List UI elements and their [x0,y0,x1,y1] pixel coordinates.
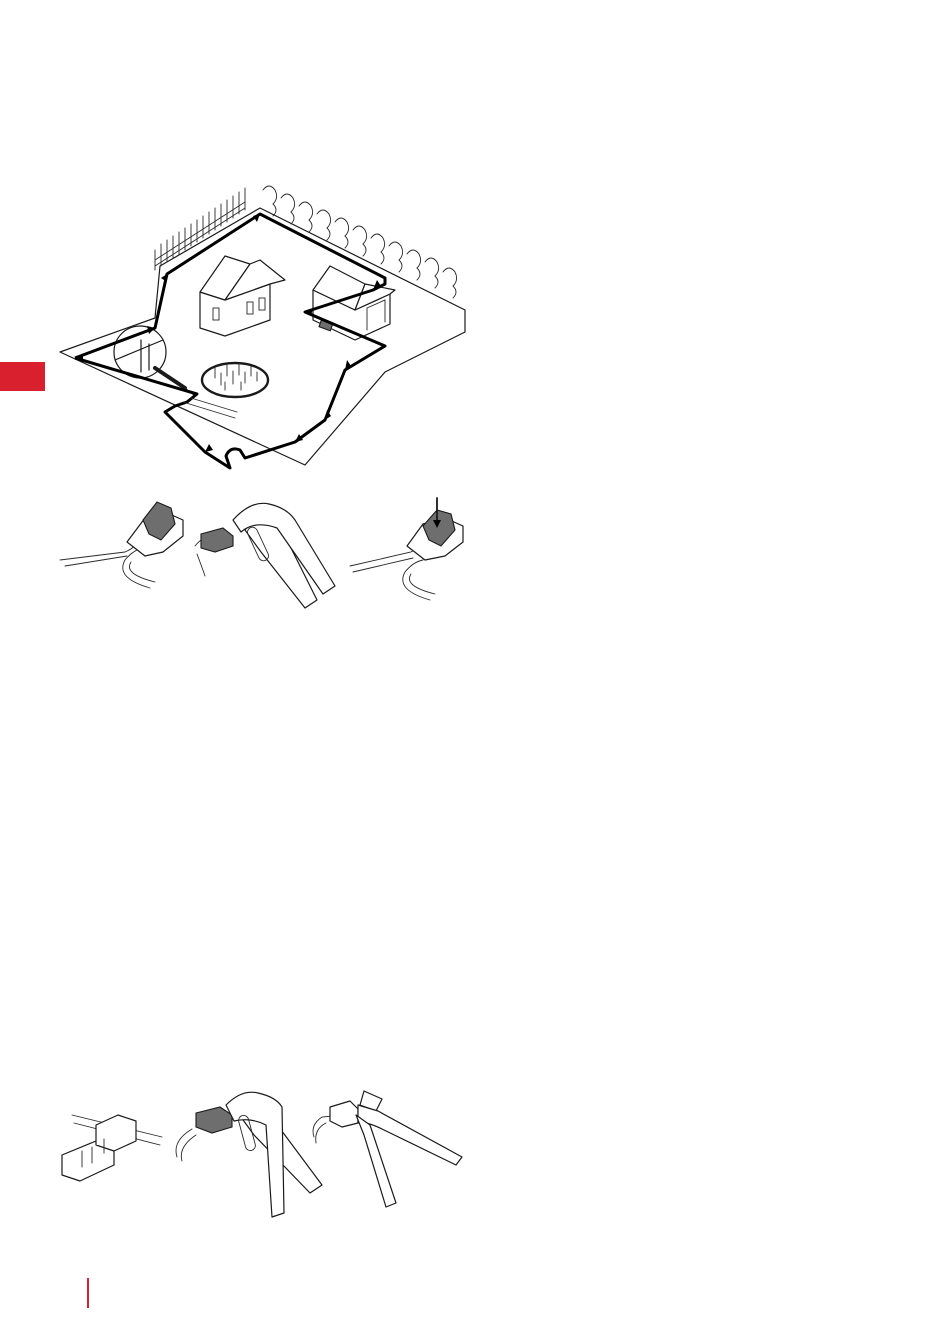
connector-steps-drawing [55,490,475,615]
flower-bed [202,363,268,397]
garden-layout-illustration [55,180,475,480]
splice-steps-drawing [52,1085,472,1220]
detail-magnifier [114,326,195,396]
connector-step-3 [350,498,463,600]
page-number-rule [87,1278,89,1308]
garden-boundary-wire-diagram [55,180,475,480]
splice-crimp-steps [52,1085,472,1220]
house [200,256,285,336]
splice-step-1 [62,1115,162,1181]
splice-step-3-cutters [313,1091,462,1207]
splice-step-2-pliers [176,1092,322,1217]
connector-step-1 [60,502,183,588]
connector-step-2-pliers [195,503,335,608]
chapter-tab-marker [0,362,45,391]
connector-crimp-steps [55,490,475,615]
